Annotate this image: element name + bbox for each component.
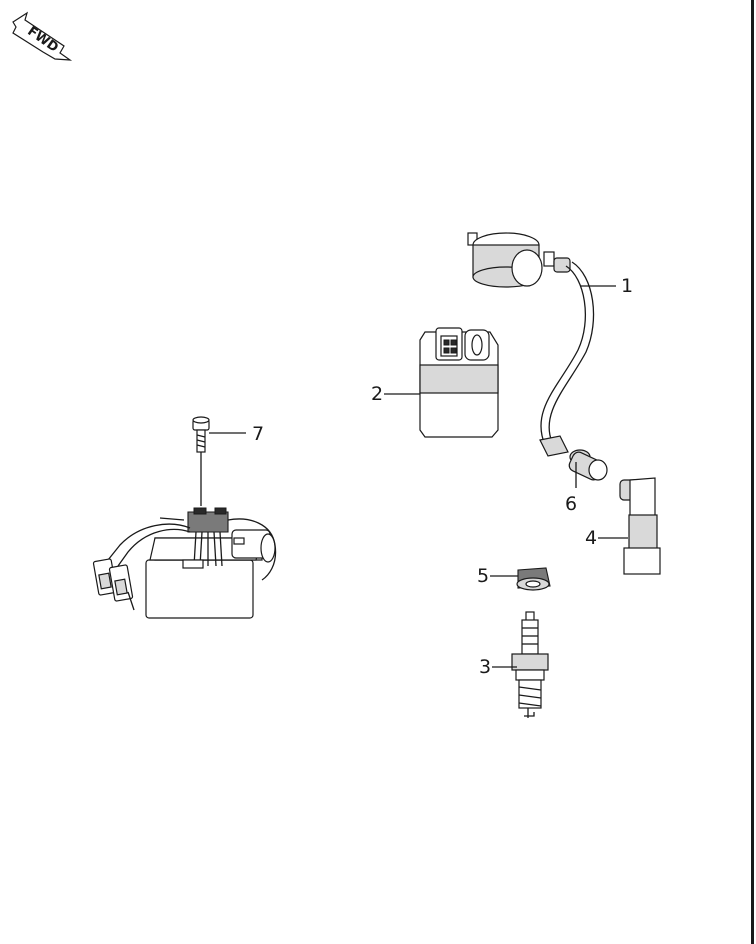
callout-6: 6	[565, 493, 577, 515]
plug-cap-grommet	[568, 449, 608, 481]
rubber-cap	[516, 567, 551, 591]
callout-1: 1	[621, 275, 633, 297]
mounting-bolt	[192, 416, 210, 506]
callout-5: 5	[477, 565, 489, 587]
regulator-assembly	[92, 507, 277, 619]
ignition-coil	[467, 232, 595, 457]
fwd-arrow-icon: FWD	[12, 11, 73, 61]
callout-3: 3	[479, 656, 491, 678]
spark-plug	[511, 611, 549, 718]
cdi-unit	[419, 327, 499, 438]
spark-plug-cap	[619, 477, 661, 575]
callout-4: 4	[585, 527, 597, 549]
leader-lines	[209, 285, 628, 668]
callout-7: 7	[252, 423, 264, 445]
page-border	[751, 0, 754, 944]
callout-2: 2	[371, 383, 383, 405]
